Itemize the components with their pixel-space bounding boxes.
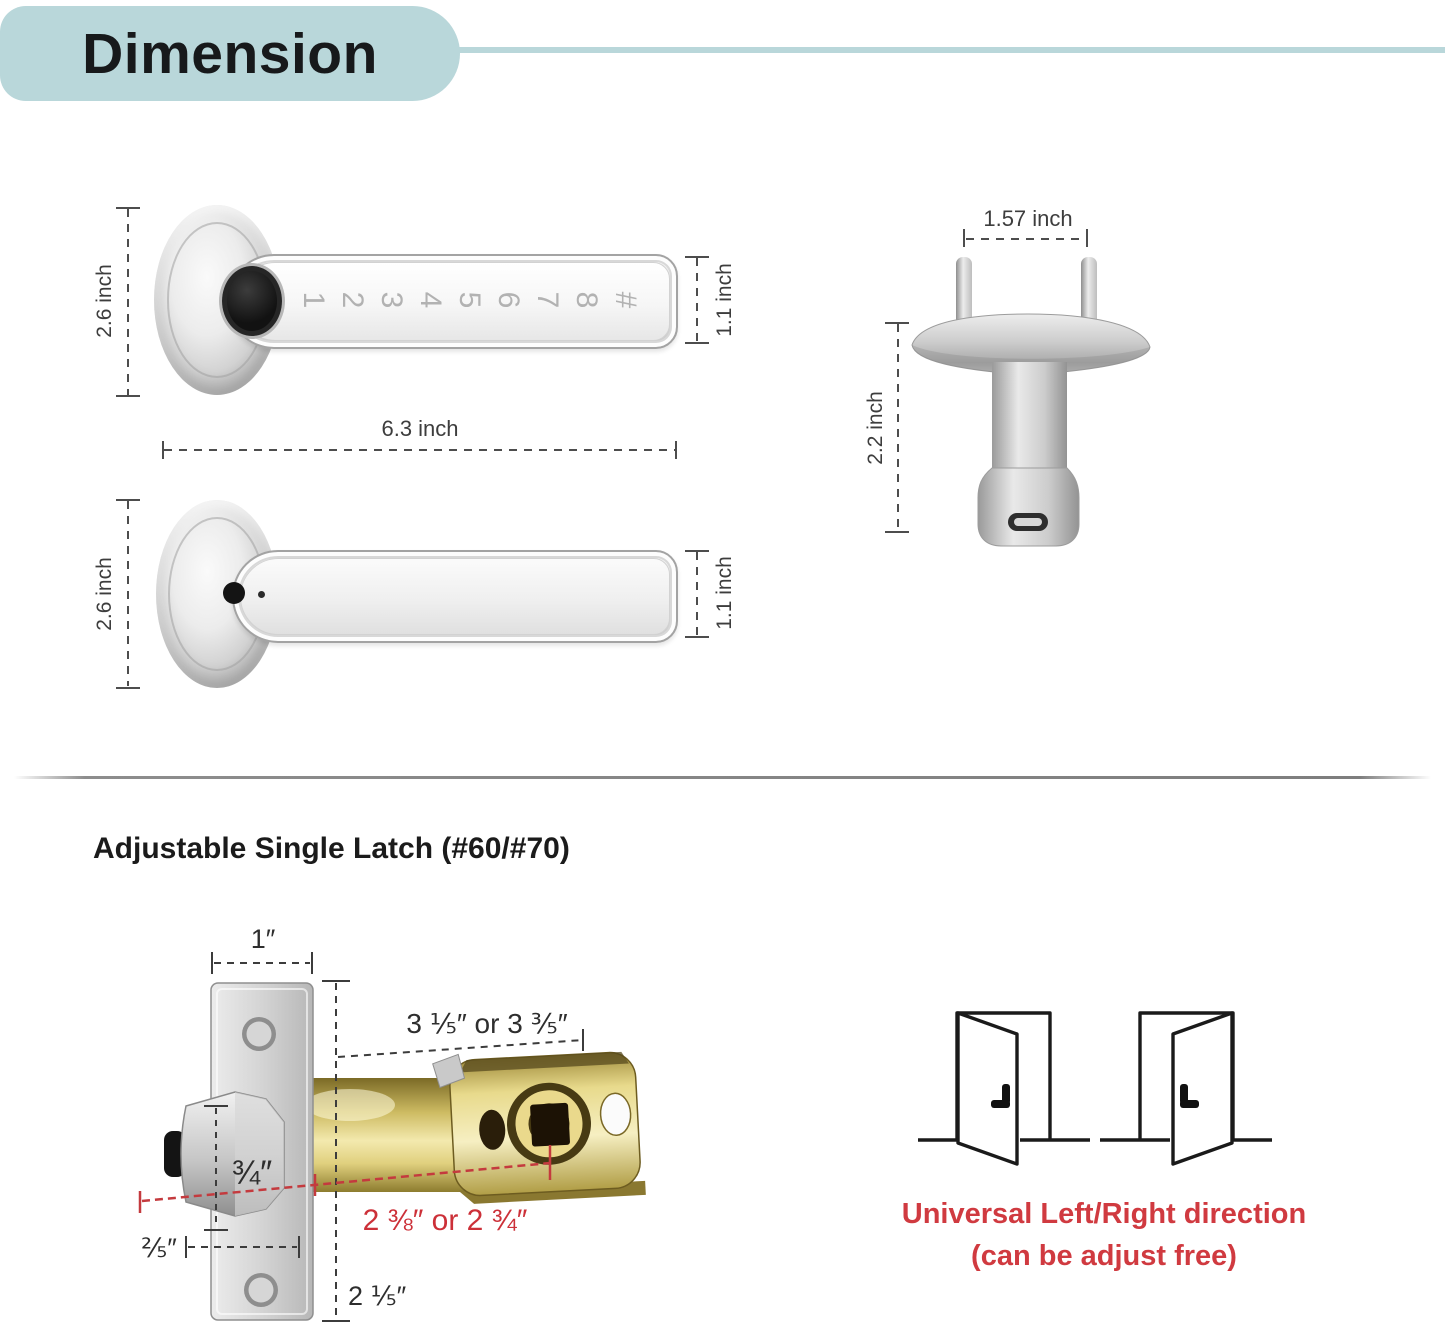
front-handle-face — [236, 262, 670, 341]
dim-front-length-label: 6.3 inch — [381, 416, 459, 441]
dim-tick — [162, 441, 164, 459]
door-handle-icon — [991, 1100, 1010, 1108]
dim-latch-length-label: 3 ⅕″ or 3 ⅗″ — [406, 1008, 567, 1039]
dim-depth-line — [897, 324, 899, 531]
dim-back-height-line — [127, 501, 129, 686]
banner-rule — [452, 47, 1445, 53]
keypad-key-3: 3 — [375, 291, 408, 309]
handle-grip — [977, 467, 1080, 547]
keypad-key-7: 7 — [531, 291, 564, 309]
usb-port-slot — [1014, 518, 1042, 526]
dim-tick — [1086, 229, 1088, 247]
dim-bolt-throw-label: ⅖″ — [141, 1233, 177, 1263]
door-left-icon — [918, 1011, 1090, 1166]
door-handle-icon — [1180, 1100, 1199, 1108]
door-panel — [1171, 1011, 1234, 1166]
screw-hole-bottom-inner — [248, 1277, 274, 1303]
fingerprint-sensor — [222, 266, 282, 336]
bolt-tip — [164, 1131, 186, 1177]
dim-tick — [685, 256, 709, 258]
dim-front-length-line — [164, 449, 675, 451]
dim-tick — [685, 550, 709, 552]
dim-backset-label: 2 ⅜″ or 2 ¾″ — [363, 1204, 528, 1237]
screw-hole-top-inner — [246, 1021, 272, 1047]
keypad-key-4: 4 — [414, 291, 447, 309]
latch-heading: Adjustable Single Latch (#60/#70) — [93, 832, 570, 865]
section-divider — [14, 776, 1431, 779]
door-handle-icon — [1002, 1084, 1010, 1104]
dim-tick — [885, 322, 909, 324]
latch-box-clip — [432, 1053, 466, 1089]
dim-front-height-line — [127, 209, 129, 396]
dim-tick — [675, 441, 677, 459]
dim-tick — [685, 342, 709, 344]
spindle-square-hole — [530, 1102, 570, 1147]
reset-pinhole — [258, 591, 265, 598]
dim-depth-label: 2.2 inch — [864, 391, 887, 465]
spindle-hole — [223, 582, 245, 604]
dim-tick — [116, 687, 140, 689]
door-panel — [956, 1011, 1019, 1166]
latch-box-hole-left — [479, 1109, 506, 1150]
keypad-key-6: 6 — [492, 291, 525, 309]
direction-note-line2: (can be adjust free) — [971, 1240, 1237, 1272]
dim-back-height-label: 2.6 inch — [93, 557, 116, 631]
dim-pin-spacing-line — [966, 238, 1087, 240]
dim-plate-height-label: 2 ⅕″ — [348, 1281, 407, 1311]
front-handle-lever — [228, 254, 678, 349]
door-right-icon — [1100, 1011, 1272, 1166]
dim-faceplate-width-label: 1″ — [251, 924, 276, 954]
dim-front-height-label: 2.6 inch — [93, 264, 116, 338]
latch-illustration: 1″ ¾″ ⅖″ 2 ⅕″ 3 ⅕″ or 3 ⅗″ 2 ⅜″ or 2 ¾″ — [138, 924, 646, 1322]
keypad-key-1: 1 — [297, 291, 330, 309]
dim-back-lever-line — [696, 552, 698, 635]
direction-note-line1: Universal Left/Right direction — [901, 1198, 1307, 1230]
dim-back-lever-label: 1.1 inch — [713, 556, 736, 630]
latch-cylinder-sheen — [305, 1089, 395, 1121]
dim-pin-spacing-label: 1.57 inch — [983, 206, 1073, 231]
door-handle-icon — [1180, 1084, 1188, 1104]
back-handle-face — [240, 558, 670, 635]
dim-front-lever-label: 1.1 inch — [713, 263, 736, 337]
keypad-key-hash: # — [609, 291, 642, 309]
dim-tick — [116, 395, 140, 397]
dim-bolt-width-label: ¾″ — [232, 1154, 272, 1192]
dim-tick — [963, 229, 965, 247]
dim-tick — [116, 207, 140, 209]
rose-disc-rim — [912, 345, 1150, 375]
page-title: Dimension — [82, 21, 378, 86]
back-handle-lever — [232, 550, 678, 643]
dim-tick — [685, 636, 709, 638]
handle-neck — [992, 362, 1067, 478]
keypad-key-8: 8 — [570, 291, 603, 309]
latch-bolt-face — [235, 1092, 284, 1216]
section-banner: Dimension — [0, 6, 460, 101]
keypad-key-5: 5 — [453, 291, 486, 309]
end-view-illustration — [911, 313, 1151, 547]
dim-backset-line — [141, 1161, 551, 1203]
keypad-key-2: 2 — [336, 291, 369, 309]
rose-disc — [911, 313, 1151, 376]
dim-front-lever-line — [696, 258, 698, 343]
dim-latch-length-line — [337, 1039, 584, 1058]
latch-box-top-edge — [460, 1051, 629, 1073]
mounting-pin-right — [1081, 257, 1097, 321]
latch-box-hole-right — [599, 1092, 632, 1137]
dim-tick — [116, 499, 140, 501]
mounting-pin-left — [956, 257, 972, 321]
dim-tick — [885, 531, 909, 533]
